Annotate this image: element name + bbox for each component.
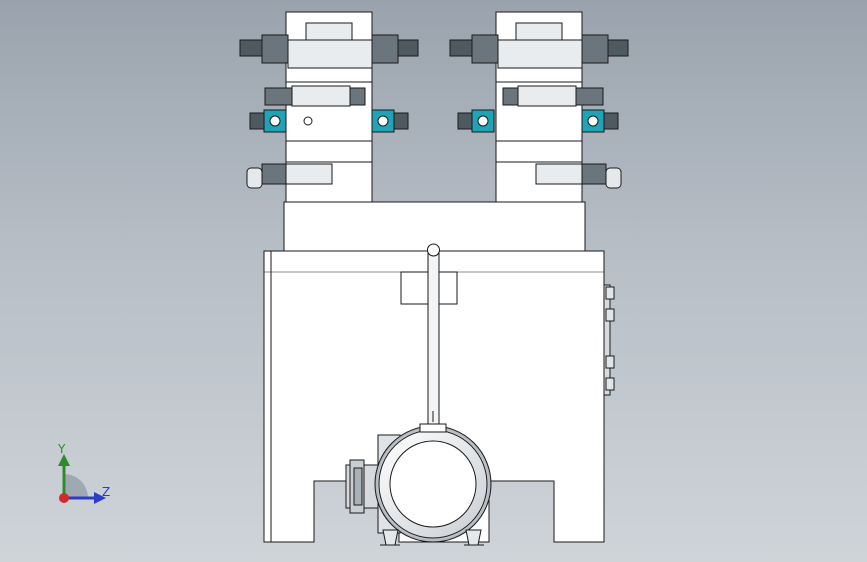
- axis-y-label: Y: [58, 442, 66, 456]
- triad-axes-icon: [58, 454, 106, 504]
- valve-stack-right: [449, 11, 629, 203]
- pump-motor: [345, 423, 492, 546]
- valve-stack-left: [239, 11, 419, 203]
- manifold-base: [283, 201, 586, 252]
- return-pipe: [427, 243, 440, 431]
- orientation-triad: Y Z: [48, 440, 118, 510]
- level-gauge: [603, 284, 615, 396]
- axis-z-label: Z: [102, 485, 111, 499]
